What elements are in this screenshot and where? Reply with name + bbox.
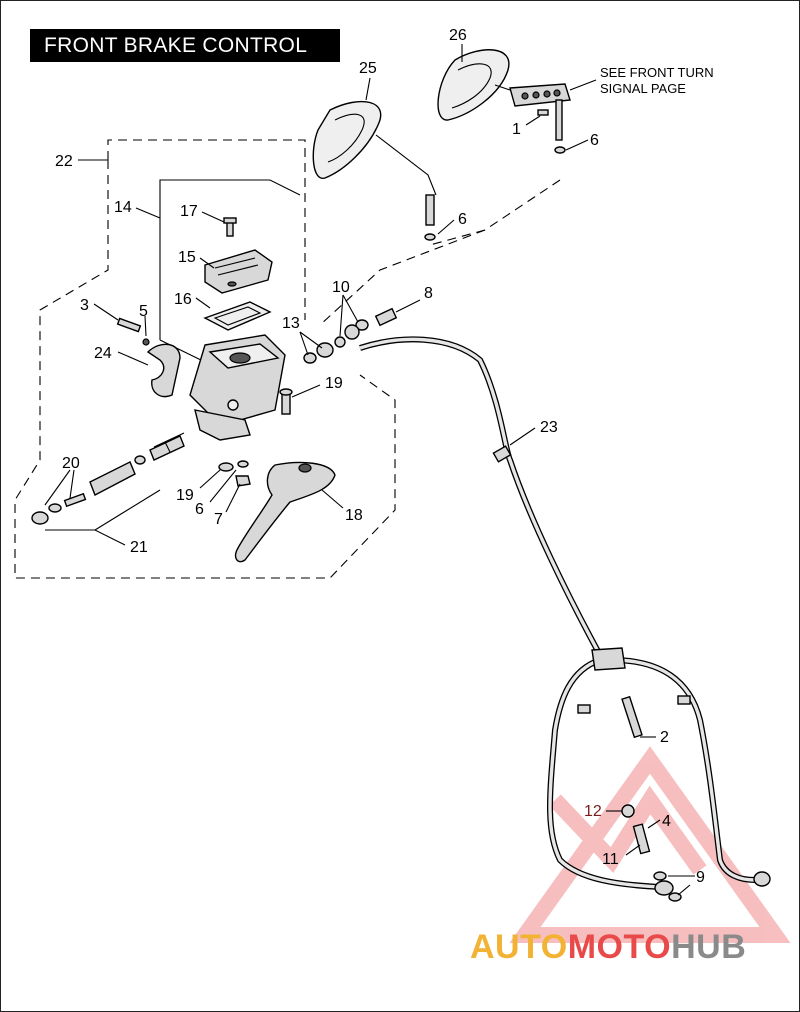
callout-3: 3 bbox=[80, 297, 89, 314]
reservoir-cover-15 bbox=[204, 249, 273, 294]
callout-10: 10 bbox=[332, 279, 350, 296]
washer-19-nut-7 bbox=[218, 460, 251, 487]
callout-26: 26 bbox=[449, 27, 467, 44]
note-line-1: SEE FRONT TURN bbox=[600, 65, 714, 80]
callout-24: 24 bbox=[94, 345, 112, 362]
page-title: FRONT BRAKE CONTROL bbox=[30, 29, 340, 62]
callout-23: 23 bbox=[540, 419, 558, 436]
callout-13: 13 bbox=[282, 315, 300, 332]
callout-8: 8 bbox=[424, 285, 433, 302]
callout-22: 22 bbox=[55, 153, 73, 170]
watermark-hub: HUB bbox=[671, 928, 747, 966]
callout-2: 2 bbox=[660, 729, 669, 746]
watermark-text: AUTOMOTOHUB bbox=[470, 928, 746, 966]
callout-16: 16 bbox=[174, 291, 192, 308]
callout-6-lever: 6 bbox=[195, 501, 204, 518]
bracket-21 bbox=[45, 529, 126, 546]
master-cylinder bbox=[189, 334, 286, 441]
clamp-24 bbox=[146, 343, 181, 398]
bleeder-11 bbox=[621, 804, 682, 902]
watermark-logo bbox=[509, 746, 791, 943]
pivot-pin-19 bbox=[279, 388, 293, 415]
callout-7: 7 bbox=[214, 511, 223, 528]
mirror-26 bbox=[437, 49, 571, 154]
callout-6-mirror: 6 bbox=[458, 211, 467, 228]
screw-17 bbox=[223, 217, 237, 237]
callout-12: 12 bbox=[584, 803, 602, 820]
callout-21: 21 bbox=[130, 539, 148, 556]
callout-1: 1 bbox=[512, 121, 521, 138]
screw-3 bbox=[116, 317, 150, 346]
callout-4: 4 bbox=[662, 813, 671, 830]
piston-kit bbox=[31, 432, 185, 525]
mirror-25 bbox=[312, 100, 437, 241]
callout-14: 14 bbox=[114, 199, 132, 216]
assembly-22-boundary-lower bbox=[14, 160, 396, 579]
bracket-21b bbox=[94, 489, 161, 531]
callout-19-pin: 19 bbox=[325, 375, 343, 392]
watermark-moto: MOTO bbox=[567, 928, 672, 966]
callout-17: 17 bbox=[180, 203, 198, 220]
gasket-16 bbox=[203, 301, 272, 331]
bracket-14 bbox=[159, 179, 301, 340]
callout-19-washer: 19 bbox=[176, 487, 194, 504]
brake-line-23 bbox=[359, 336, 771, 896]
callout-25: 25 bbox=[359, 60, 377, 77]
callout-18: 18 bbox=[345, 507, 363, 524]
leader-lines bbox=[44, 44, 695, 896]
callout-9: 9 bbox=[696, 869, 705, 886]
callout-6-top: 6 bbox=[590, 132, 599, 149]
assembly-22-boundary bbox=[107, 139, 306, 320]
banjo-bolt-8 bbox=[303, 307, 398, 364]
bolt-2 bbox=[621, 695, 643, 739]
watermark-auto: AUTO bbox=[470, 928, 568, 966]
callout-11: 11 bbox=[602, 851, 619, 868]
callout-15: 15 bbox=[178, 249, 196, 266]
note-line-2: SIGNAL PAGE bbox=[600, 81, 686, 96]
callout-5: 5 bbox=[139, 303, 148, 320]
callout-20: 20 bbox=[62, 455, 80, 472]
lever-18 bbox=[234, 461, 336, 563]
mirror-link-line bbox=[319, 179, 561, 326]
callout-labels: 25 26 1 6 6 22 14 17 15 16 3 5 24 13 10 … bbox=[55, 27, 714, 886]
mirror-link-branch bbox=[429, 229, 486, 246]
